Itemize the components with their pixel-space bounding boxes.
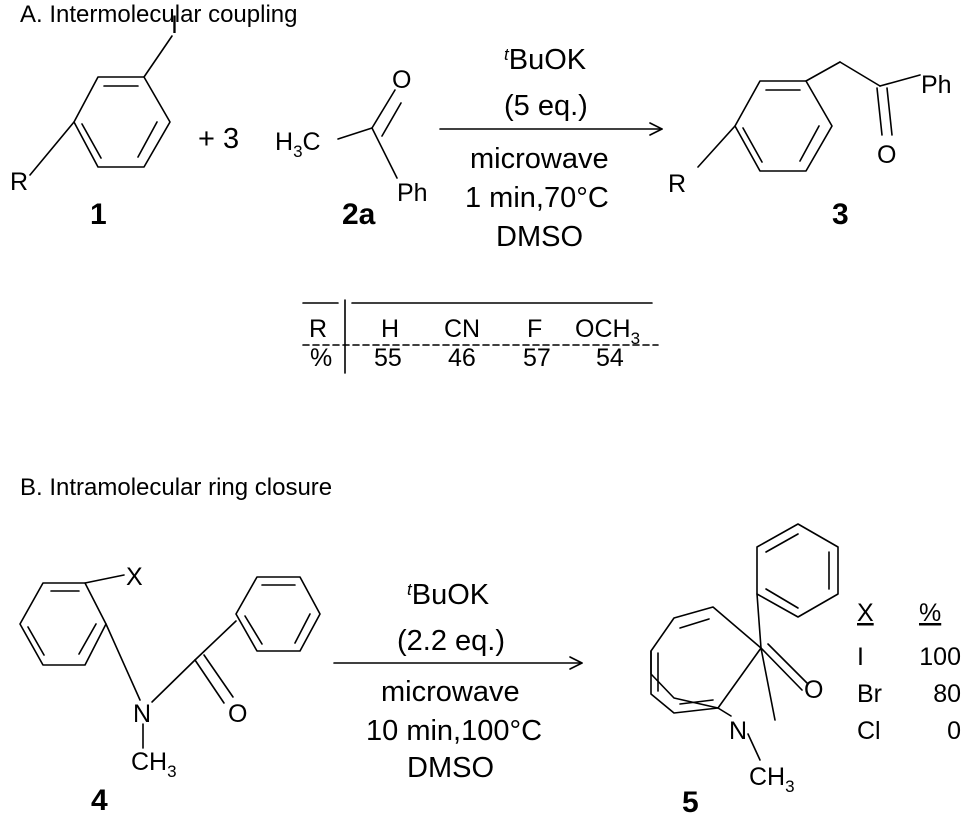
yield-h: 55 — [374, 344, 402, 372]
compound-label-1: 1 — [90, 198, 107, 231]
r-substituent-3: R — [668, 170, 686, 198]
table-col-h: H — [381, 315, 399, 343]
base-b: tBuOK — [407, 579, 490, 611]
table-col-cn: CN — [444, 315, 480, 343]
solvent-b: DMSO — [407, 752, 494, 784]
r-substituent-1: R — [10, 168, 28, 196]
methyl-5: CH3 — [749, 763, 795, 796]
compound-label-2a: 2a — [342, 198, 376, 231]
compound-label-5: 5 — [682, 786, 699, 819]
phenyl-3: Ph — [921, 71, 952, 99]
compound-2a-acetophenone — [337, 89, 402, 179]
time-temp-a: 1 min,70°C — [465, 182, 609, 214]
yield-table-b-header-pct: % — [919, 599, 941, 627]
methyl-h: H3C — [275, 128, 321, 161]
table-col-f: F — [527, 315, 542, 343]
table-row-header-pct: % — [310, 344, 332, 372]
ketone-oxygen: O — [392, 66, 411, 94]
base-a: tBuOK — [504, 44, 587, 76]
reaction-arrow-b — [333, 656, 583, 670]
compound-label-4: 4 — [91, 784, 108, 817]
yield-table-a — [302, 299, 659, 374]
phenyl-2a: Ph — [397, 179, 428, 207]
equivalents-a: (5 eq.) — [504, 90, 588, 122]
methyl-4: CH3 — [131, 748, 177, 781]
compound-5-oxindole — [650, 523, 839, 761]
nitrogen-5: N — [729, 717, 747, 745]
yield-table-b-x-3: Cl — [857, 717, 881, 745]
compound-1-aryl-iodide — [29, 35, 173, 176]
section-b-title: B. Intramolecular ring closure — [20, 474, 332, 501]
iodo-atom: I — [171, 11, 178, 39]
activation-a: microwave — [470, 143, 609, 175]
solvent-a: DMSO — [496, 221, 583, 253]
yield-table-b-header-x: X — [857, 599, 874, 627]
yield-table-b-pct-3: 0 — [947, 717, 961, 745]
nitrogen-4: N — [133, 700, 151, 728]
yield-cn: 46 — [448, 344, 476, 372]
section-a-title: A. Intermolecular coupling — [20, 1, 297, 28]
activation-b: microwave — [381, 676, 520, 708]
yield-table-b-x-2: Br — [857, 680, 882, 708]
oxygen-3: O — [877, 141, 896, 169]
compound-3-product — [697, 61, 921, 172]
oxygen-5: O — [804, 676, 823, 704]
yield-f: 57 — [523, 344, 551, 372]
table-col-och3: OCH3 — [575, 315, 640, 348]
yield-table-b-pct-1: 100 — [919, 643, 961, 671]
yield-table-b-x-1: I — [857, 643, 864, 671]
reaction-arrow-a — [439, 122, 663, 136]
halogen-x: X — [126, 563, 143, 591]
table-row-header-r: R — [309, 315, 327, 343]
yield-och3: 54 — [596, 344, 624, 372]
compound-label-3: 3 — [832, 198, 849, 231]
yield-table-b-pct-2: 80 — [933, 680, 961, 708]
oxygen-4: O — [228, 700, 247, 728]
compound-4-amide — [19, 574, 321, 749]
time-temp-b: 10 min,100°C — [366, 715, 542, 747]
equivalents-b: (2.2 eq.) — [397, 625, 505, 657]
plus-three: + 3 — [198, 123, 239, 155]
